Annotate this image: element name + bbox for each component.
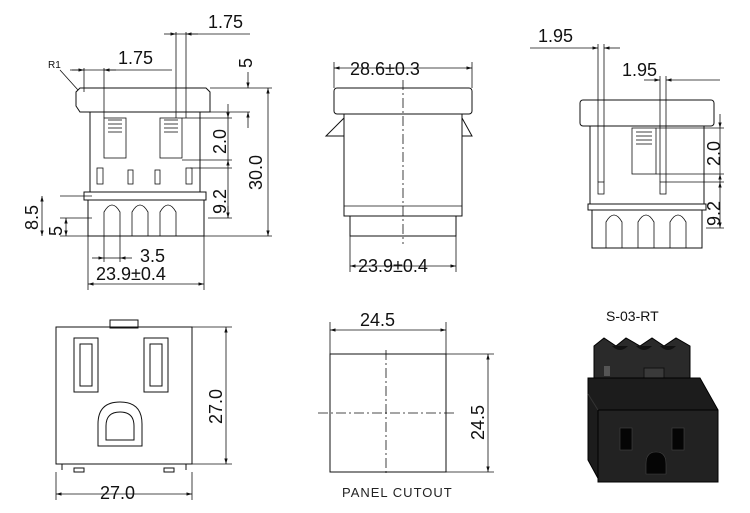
side-view: 28.6±0.3 23.9±0.4 xyxy=(324,59,473,276)
dim-clip: 2.0 xyxy=(210,129,230,154)
cutout-view: 24.5 24.5 PANEL CUTOUT xyxy=(318,310,494,500)
right-dim-latch: 9.2 xyxy=(704,201,724,226)
front-clip-right xyxy=(159,117,183,159)
cutout-dim-height: 24.5 xyxy=(468,405,488,440)
dim-lid: 5 xyxy=(236,58,256,68)
side-dim-top: 28.6±0.3 xyxy=(350,59,420,79)
right-dim-top: 1.95 xyxy=(538,26,573,46)
dim-height: 30.0 xyxy=(246,155,266,190)
front-view: 1.75 1.75 R1 5 2.0 9.2 30.0 8.5 5 xyxy=(22,12,272,290)
front-lid xyxy=(75,87,211,113)
cutout-caption: PANEL CUTOUT xyxy=(342,485,453,500)
dim-bottom: 5 xyxy=(46,226,66,236)
face-ground-hole xyxy=(97,401,143,447)
cutout-dim-width: 24.5 xyxy=(360,310,395,330)
dim-pitch: 3.5 xyxy=(140,246,165,266)
dim-top-tab: 1.75 xyxy=(208,12,243,32)
face-view: 27.0 27.0 xyxy=(55,319,232,503)
right-dim-clip: 2.0 xyxy=(704,141,724,166)
radius-label: R1 xyxy=(48,60,61,71)
dim-width: 23.9±0.4 xyxy=(96,264,166,284)
front-clip-left xyxy=(103,117,127,159)
product-photo: S-03-RT xyxy=(587,308,719,483)
face-slot-left xyxy=(73,337,99,393)
face-dim-height: 27.0 xyxy=(206,389,226,424)
face-plate xyxy=(55,326,193,465)
dim-left-tab: 1.75 xyxy=(118,48,153,68)
side-dim-bottom: 23.9±0.4 xyxy=(358,256,428,276)
right-dim-second: 1.95 xyxy=(622,60,657,80)
face-dim-width: 27.0 xyxy=(100,483,135,503)
dim-lower: 8.5 xyxy=(22,205,42,230)
right-lid xyxy=(579,99,715,127)
face-slot-right xyxy=(143,337,169,393)
dim-latch: 9.2 xyxy=(210,189,230,214)
product-model-label: S-03-RT xyxy=(606,308,659,324)
right-view: 1.95 1.95 2.0 9.2 xyxy=(530,26,724,249)
front-body xyxy=(89,111,201,193)
